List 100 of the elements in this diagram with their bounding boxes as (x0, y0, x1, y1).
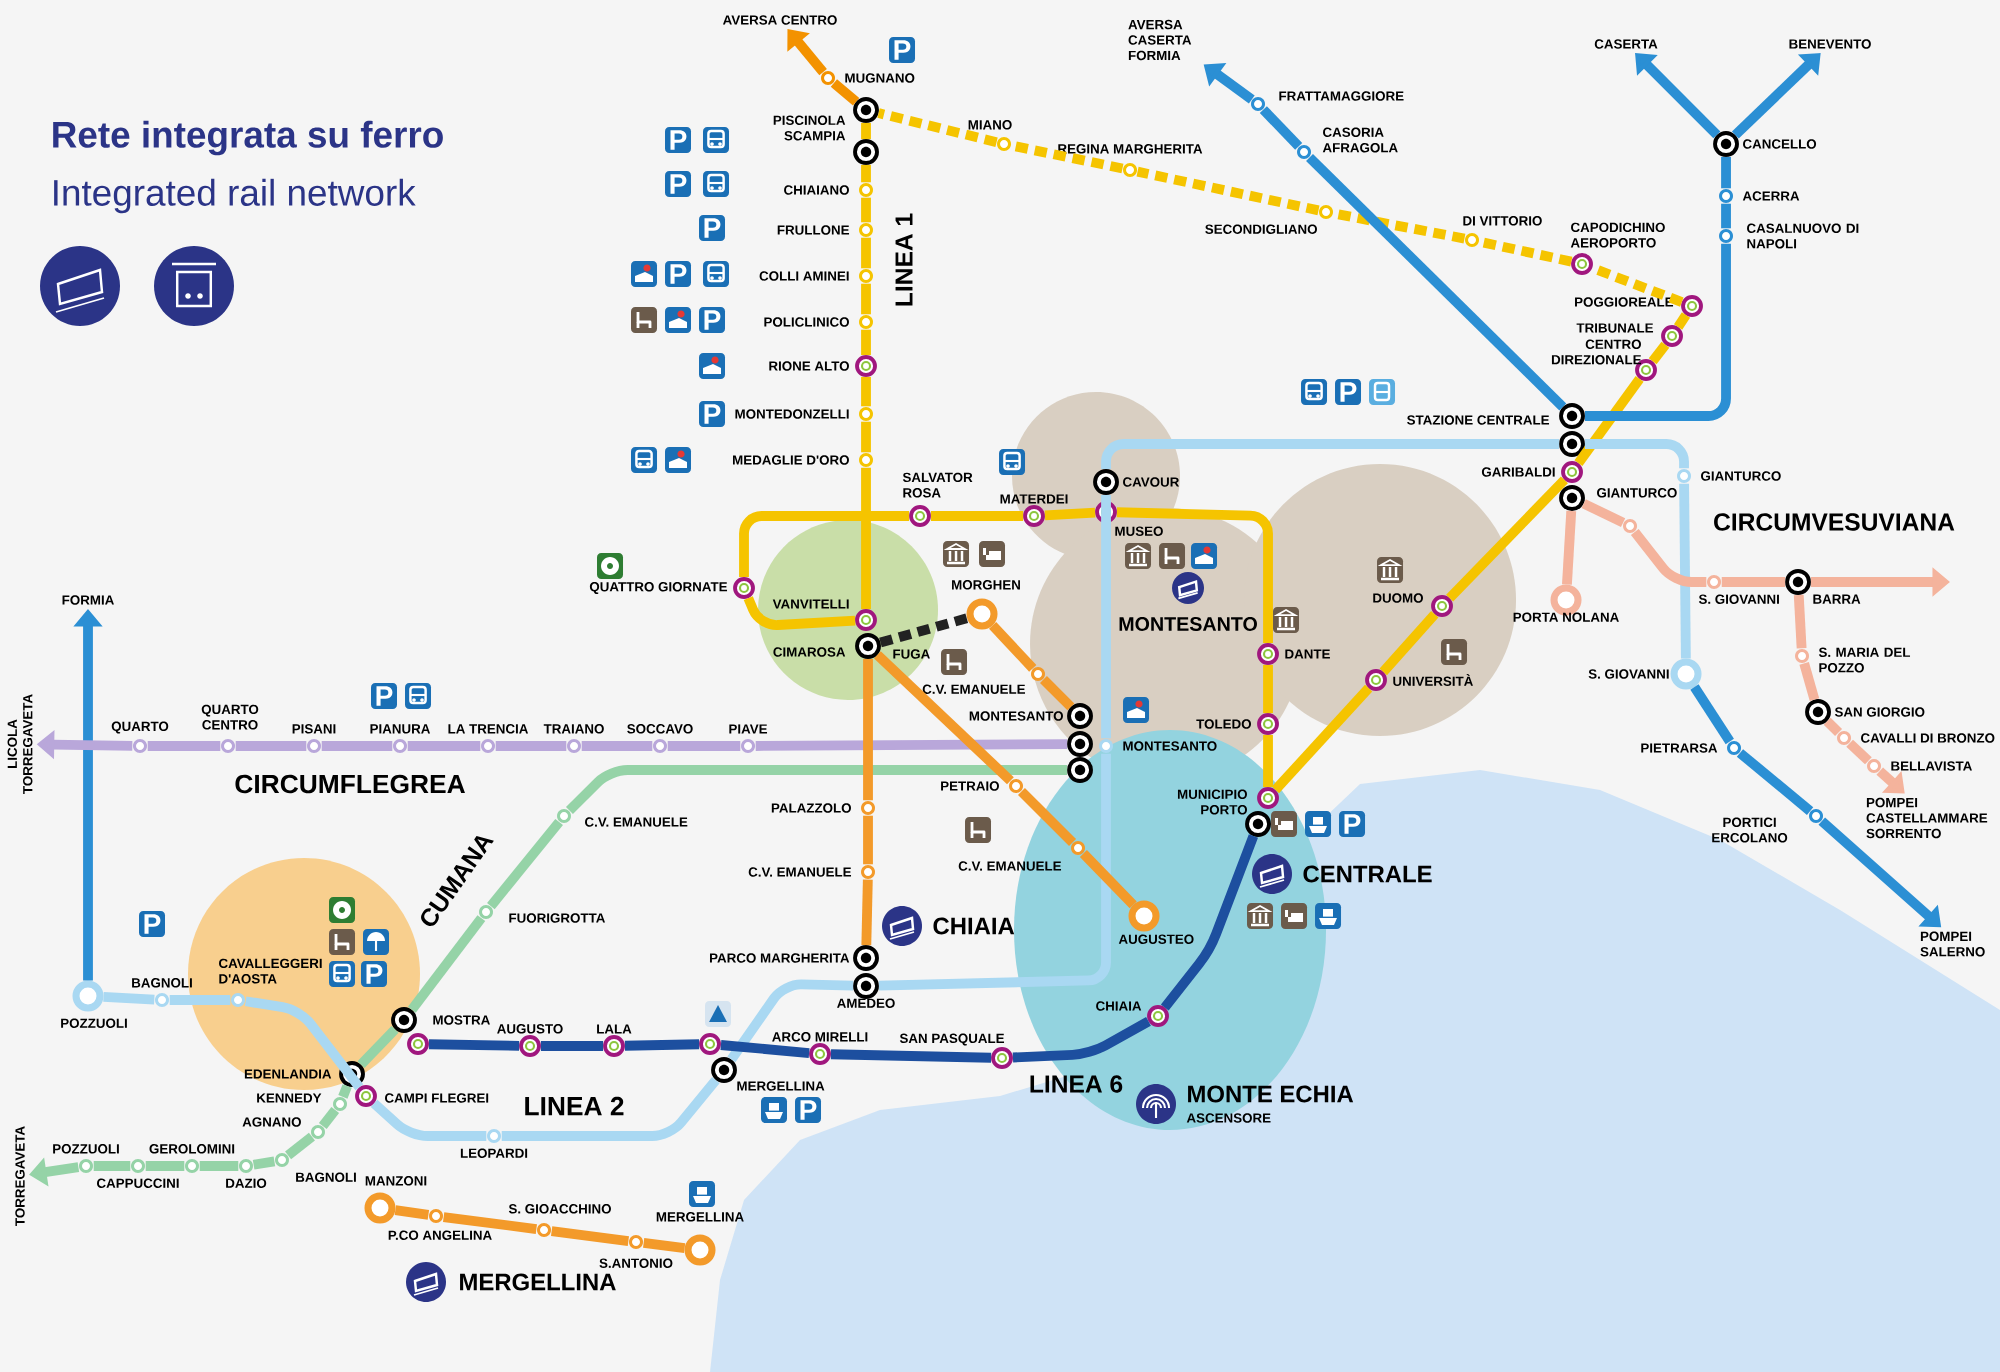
rail-line (1101, 439, 1560, 470)
rail-line (252, 1156, 276, 1170)
rail-line (1263, 734, 1273, 788)
rail-line (667, 741, 741, 751)
rail-line (1160, 834, 1258, 1011)
parking-sign: P (139, 911, 165, 937)
rail-line (540, 1041, 604, 1051)
rail-line (1721, 577, 1786, 587)
funicular-name: MONTE ECHIA (1188, 1085, 1354, 1103)
rail-line (863, 815, 873, 865)
station-dot (1067, 757, 1093, 783)
rail-line (1044, 507, 1096, 521)
rail-line (1799, 662, 1820, 701)
rail-line (861, 122, 871, 140)
line-name: LINEA 2 (525, 1096, 624, 1116)
rail-line (1079, 850, 1137, 909)
rail-line (1876, 767, 1905, 794)
station-dot (853, 139, 879, 165)
rail-line (93, 1161, 131, 1171)
rail-line (830, 1049, 992, 1063)
station-dot (1559, 431, 1585, 457)
line-name: CIRCUMVESUVIANA (1714, 513, 1955, 531)
rail-line (1721, 203, 1731, 229)
rail-line (878, 753, 1111, 991)
rail-line (861, 467, 871, 610)
rail-line (169, 995, 231, 1005)
rail-line (318, 1107, 340, 1129)
rail-line (581, 741, 653, 751)
rail-line (1584, 243, 1731, 421)
rail-line (755, 739, 1068, 751)
rail-line (1731, 53, 1821, 139)
rail-line (1478, 236, 1573, 267)
rail-line (1446, 476, 1568, 602)
rail-line (103, 991, 155, 1005)
rail-line (1018, 787, 1077, 847)
rail-line (1379, 610, 1439, 676)
rail-line (1846, 739, 1872, 765)
parking-sign: P (795, 1097, 821, 1123)
parking-sign: P (361, 961, 387, 987)
parking-sign: P (1335, 379, 1361, 405)
rail-line (1263, 664, 1273, 714)
rail-line (930, 511, 1024, 521)
rail-line (1823, 717, 1843, 737)
rail-line (863, 658, 873, 801)
line-name: LINEA 6 (1030, 1075, 1123, 1093)
rail-line (989, 622, 1037, 672)
parking-sign: P (1339, 811, 1365, 837)
rail-line (1010, 140, 1124, 174)
rail-line (861, 237, 871, 269)
rail-line (1635, 53, 1721, 139)
rail-line (285, 1132, 315, 1160)
parking-sign: P (699, 215, 725, 241)
rail-line (338, 1084, 352, 1099)
rail-line (235, 741, 307, 751)
rail-line (624, 1039, 700, 1051)
rail-line (244, 996, 364, 1091)
station-dot (699, 1033, 721, 1055)
line-name: LINEA 1 (895, 213, 913, 306)
rail-line (743, 596, 856, 630)
rail-line (147, 741, 221, 751)
rail-line (874, 651, 1014, 785)
parking-sign: P (371, 683, 397, 709)
rail-line (487, 818, 563, 910)
rail-line (551, 1226, 629, 1246)
rail-line (727, 979, 854, 1063)
rail-line (720, 1040, 810, 1058)
parking-sign: P (665, 127, 691, 153)
rail-line (861, 164, 871, 183)
parking-sign: P (699, 401, 725, 427)
rail-line (1574, 375, 1644, 467)
rail-line (861, 197, 871, 223)
parking-sign: P (699, 307, 725, 333)
rail-line (861, 376, 871, 407)
rail-line (501, 1076, 720, 1141)
rail-line (879, 613, 969, 648)
rail-line (357, 1025, 399, 1069)
rail-line (861, 879, 873, 946)
rail-line (495, 741, 567, 751)
rail-line (199, 1161, 239, 1171)
rail-line (1581, 499, 1626, 528)
rail-line (407, 915, 486, 1013)
title: Rete integrata su ferro (53, 120, 443, 156)
rail-line (1584, 439, 1689, 469)
funicular-name: MERGELLINA (460, 1273, 616, 1291)
station-dot (407, 1033, 429, 1055)
rail-line (1332, 208, 1466, 244)
rail-line (830, 79, 860, 106)
funicular-name: CHIAIA (933, 917, 1015, 935)
rail-line (1012, 1017, 1151, 1063)
station-dot (1245, 811, 1271, 837)
rail-line (1674, 312, 1691, 330)
parking-sign: P (665, 171, 691, 197)
rail-line (428, 1039, 520, 1051)
rail-line (1736, 749, 1814, 815)
rail-line (443, 1212, 537, 1234)
rail-line (1793, 594, 1807, 649)
rail-line (1679, 483, 1691, 659)
rail-line (1116, 507, 1273, 644)
rail-line (861, 421, 871, 453)
parking-sign: P (665, 261, 691, 287)
